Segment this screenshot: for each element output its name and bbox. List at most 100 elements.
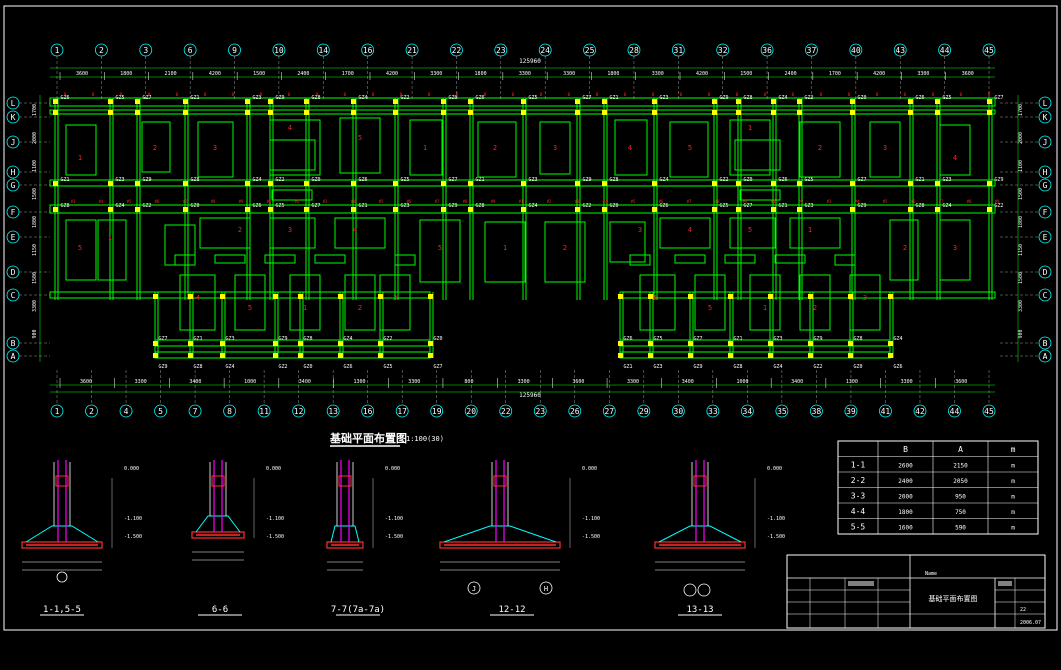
footing-type-label: 5 xyxy=(748,226,752,234)
wall-mark: B xyxy=(344,92,347,97)
column-tag: GZ7 xyxy=(311,203,320,209)
elevation-label: -1.500 xyxy=(582,534,600,540)
elevation-label: -1.100 xyxy=(266,516,284,522)
column-node xyxy=(245,110,250,115)
wall-mark: B xyxy=(64,92,67,97)
column-tag: GZ8 xyxy=(743,95,752,101)
column-node xyxy=(53,99,58,104)
column-node xyxy=(736,99,741,104)
grid-label-right: J xyxy=(1043,138,1048,147)
column-tag: GZ9 xyxy=(275,95,284,101)
column-tag: GZ5 xyxy=(719,203,728,209)
footing-type-label: 3 xyxy=(883,144,887,152)
column-node xyxy=(351,99,356,104)
wall-outline xyxy=(609,221,646,263)
column-node xyxy=(712,110,717,115)
foundation-sections: 1-1,5-50.000-1.100-1.5006-60.000-1.100-1… xyxy=(21,460,785,616)
column-node xyxy=(808,294,813,299)
wall-mark: #5 xyxy=(883,199,888,204)
wall-mark: #7 xyxy=(183,199,188,204)
wall-outline xyxy=(419,219,461,283)
grid-label-bottom: 4 xyxy=(124,407,129,416)
wall-mark: B xyxy=(568,92,571,97)
section-label: 7-7(7a-7a) xyxy=(331,605,385,615)
grid-label-left: J xyxy=(11,138,16,147)
column-node xyxy=(220,341,225,346)
column-node xyxy=(987,181,992,186)
table-cell: m xyxy=(1011,525,1015,532)
dimension-label-top: 2400 xyxy=(297,71,309,77)
grid-bubble-bottom xyxy=(499,404,513,418)
wall-mark: B xyxy=(820,92,823,97)
wall-outline xyxy=(849,274,881,331)
column-tag: GZ3 xyxy=(773,336,782,342)
dimension-label-bottom: 3300 xyxy=(901,379,913,385)
column-node xyxy=(338,353,343,358)
grid-label-bottom: 42 xyxy=(915,407,925,416)
column-tag: GZ4 xyxy=(358,95,367,101)
wall-outline xyxy=(269,139,316,171)
grid-bubble-right xyxy=(1038,349,1052,363)
wall-outline xyxy=(729,217,776,249)
elevation-label: -1.100 xyxy=(124,516,142,522)
dimension-label-top: 1700 xyxy=(829,71,841,77)
footing-type-label: 3 xyxy=(553,144,557,152)
dimension-label-left: 1500 xyxy=(32,188,38,200)
column-node xyxy=(888,341,893,346)
section-ring-beam xyxy=(211,475,225,487)
wall-mark: B xyxy=(904,92,907,97)
column-tag: GZ0 xyxy=(311,177,320,183)
dimension-label-right: 1500 xyxy=(1018,272,1024,284)
column-tag: GZ5 xyxy=(804,177,813,183)
column-node xyxy=(771,99,776,104)
grid-label-top: 45 xyxy=(984,46,994,55)
grid-label-top: 6 xyxy=(188,46,193,55)
table-cell: 1800 xyxy=(898,509,913,516)
footing-type-label: 5 xyxy=(438,244,442,252)
table-cell: 590 xyxy=(955,525,966,532)
table-cell: m xyxy=(1011,463,1015,470)
column-node xyxy=(183,181,188,186)
dimension-label-left: 2000 xyxy=(32,132,38,144)
wall-mark: #5 xyxy=(379,199,384,204)
wall-mark: #5 xyxy=(127,199,132,204)
wall-mark: B xyxy=(204,92,207,97)
wall-mark: B xyxy=(624,92,627,97)
wall-mark: #2 xyxy=(295,199,300,204)
section-footing xyxy=(439,541,561,549)
column-node xyxy=(521,99,526,104)
wall-mark: B xyxy=(456,92,459,97)
wall-outline xyxy=(739,189,781,201)
wall-mark: #8 xyxy=(463,199,468,204)
grid-bubble-bottom xyxy=(533,404,547,418)
dimension-label-bottom: 1300 xyxy=(846,379,858,385)
wall-mark: #8 xyxy=(967,199,972,204)
table-cell: m xyxy=(1011,478,1015,485)
wall-outline xyxy=(234,274,266,331)
table-cell: 2600 xyxy=(898,463,913,470)
column-node xyxy=(108,207,113,212)
column-node xyxy=(935,181,940,186)
column-tag: GZ3 xyxy=(225,336,234,342)
foundation-walls xyxy=(49,97,996,359)
grid-label-bottom: 8 xyxy=(227,407,232,416)
column-tag: GZ4 xyxy=(942,203,951,209)
section-1: 1-1,5-50.000-1.100-1.500 xyxy=(21,460,142,616)
column-node xyxy=(441,207,446,212)
section-label: 6-6 xyxy=(212,605,228,615)
dimension-label-bottom: 3300 xyxy=(408,379,420,385)
column-node xyxy=(908,110,913,115)
column-node xyxy=(736,181,741,186)
column-node xyxy=(441,181,446,186)
dimension-label-top: 1800 xyxy=(607,71,619,77)
column-node xyxy=(188,294,193,299)
footing-type-label: 5 xyxy=(688,144,692,152)
wall-outline xyxy=(619,291,996,299)
footing-type-label: 5 xyxy=(708,304,712,312)
title-block-drawing-name: 基础平面布置图 xyxy=(929,594,978,603)
column-node xyxy=(108,181,113,186)
table-cell: 950 xyxy=(955,494,966,501)
column-tag: GZ5 xyxy=(942,95,951,101)
